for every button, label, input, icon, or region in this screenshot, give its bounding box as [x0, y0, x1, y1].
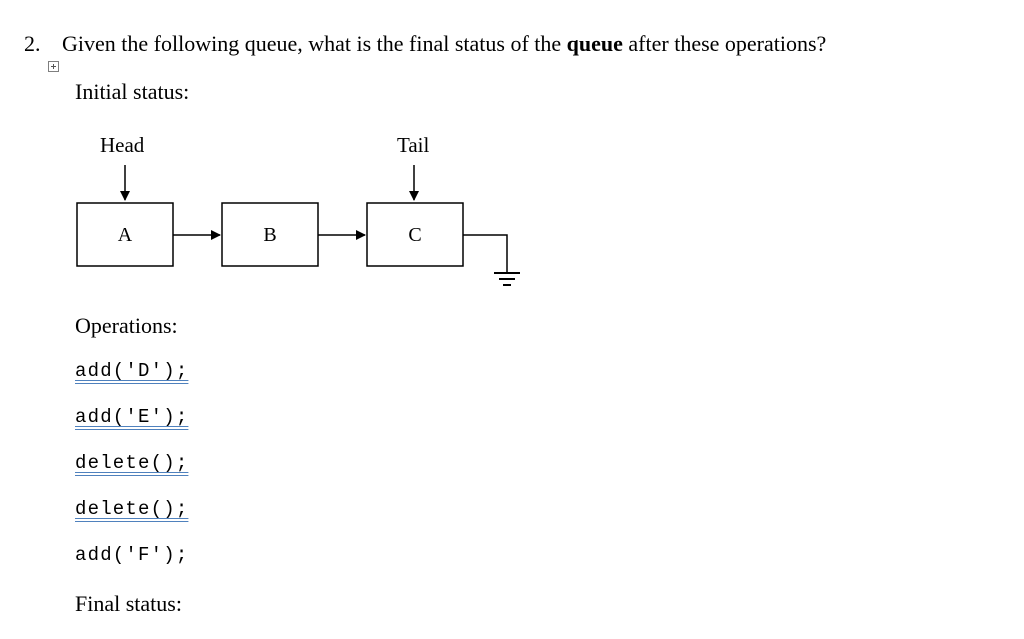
node-c-label: C — [408, 224, 422, 246]
question-text: 2. Given the following queue, what is the… — [24, 29, 826, 59]
table-move-handle-icon[interactable] — [48, 61, 59, 72]
question-text-after: after these operations? — [622, 31, 827, 56]
operation-line: delete(); — [75, 452, 189, 474]
null-link-line — [463, 234, 508, 272]
head-label: Head — [100, 133, 145, 157]
tail-label: Tail — [397, 133, 430, 157]
operation-line: add('E'); — [75, 406, 189, 428]
question-text-before: Given the following queue, what is the f… — [62, 31, 567, 56]
final-status-label: Final status: — [75, 591, 182, 616]
node-box-c — [366, 202, 464, 267]
question-number: 2. — [24, 31, 41, 56]
initial-status-label: Initial status: — [75, 79, 190, 104]
operations-label: Operations: — [75, 313, 178, 338]
node-box-a — [76, 202, 174, 267]
operation-line: add('D'); — [75, 360, 189, 382]
node-box-b — [221, 202, 319, 267]
null-ground-icon — [494, 272, 520, 286]
node-a-label: A — [117, 224, 133, 246]
question-text-bold: queue — [566, 31, 623, 56]
operation-line: add('F'); — [75, 544, 189, 566]
node-b-label: B — [263, 224, 277, 246]
operation-line: delete(); — [75, 498, 189, 520]
